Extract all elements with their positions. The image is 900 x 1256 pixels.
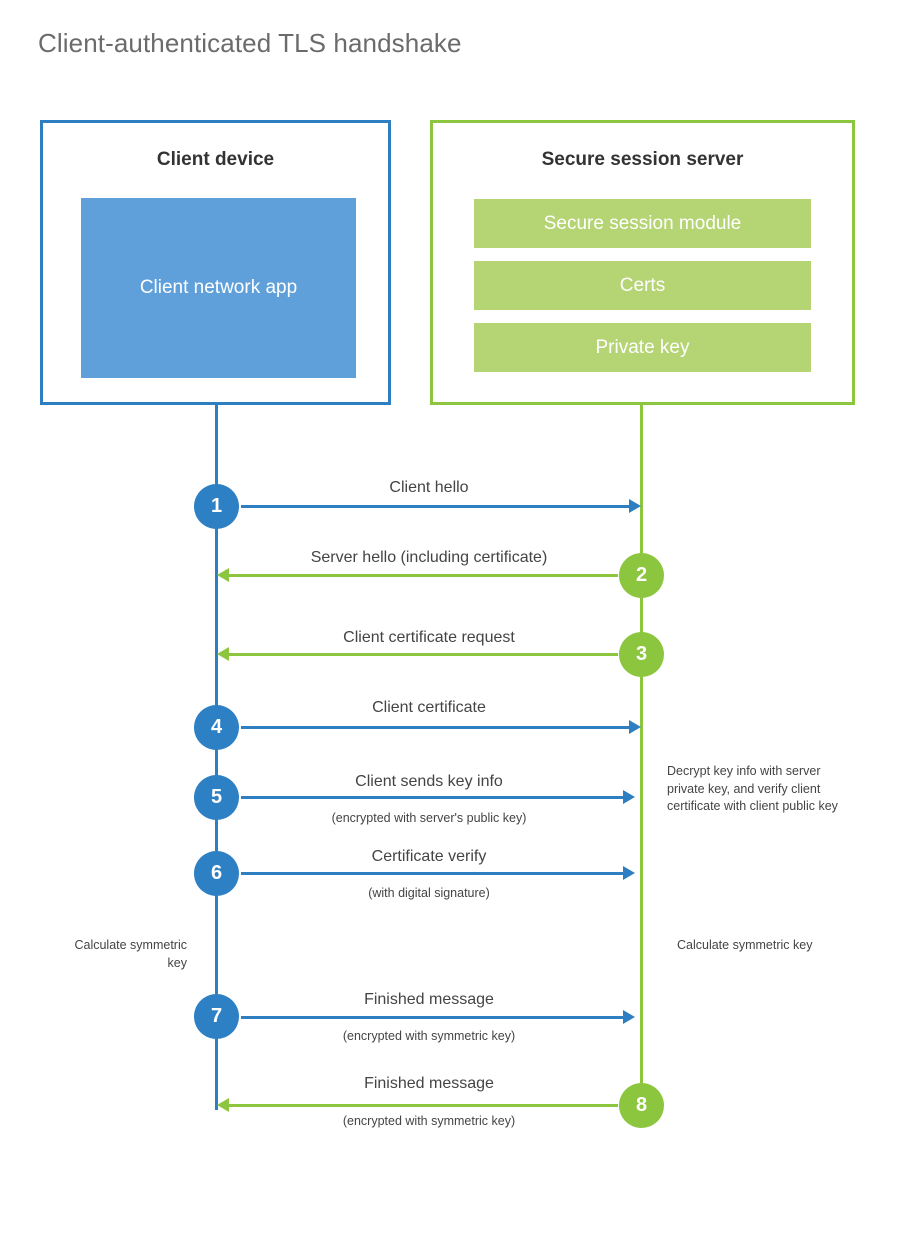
- step-3-label: Client certificate request: [343, 629, 515, 646]
- step-5-label: Client sends key info: [355, 773, 503, 790]
- secure-session-server-title: Secure session server: [541, 149, 744, 170]
- client-device-box: Client device Client network app: [40, 120, 391, 405]
- step-6-arrow-line: [241, 872, 624, 875]
- step-4-arrow-line: [241, 726, 630, 729]
- step-8-arrow-head-left-icon: [217, 1098, 229, 1112]
- server-module-stack: Secure session module Certs Private key: [474, 199, 811, 372]
- step-2-label: Server hello (including certificate): [310, 549, 548, 566]
- secure-session-server-box: Secure session server Secure session mod…: [430, 120, 855, 405]
- client-lifeline: [215, 405, 218, 1110]
- step-2-arrow-head-left-icon: [217, 568, 229, 582]
- step-4-circle: 4: [194, 705, 239, 750]
- step-7-sublabel: (encrypted with symmetric key): [342, 1029, 516, 1043]
- server-lifeline: [640, 405, 643, 1108]
- step-4-label: Client certificate: [372, 699, 486, 716]
- step-1-arrow-head-right-icon: [629, 499, 641, 513]
- step-7-circle: 7: [194, 994, 239, 1039]
- server-module-certs: Certs: [474, 261, 811, 310]
- page-title: Client-authenticated TLS handshake: [38, 28, 462, 58]
- step-8-label: Finished message: [364, 1075, 494, 1092]
- client-calculate-symmetric-key-annotation: Calculate symmetric key: [74, 938, 187, 970]
- step-1-arrow-line: [241, 505, 630, 508]
- step-1-circle: 1: [194, 484, 239, 529]
- step-8-sublabel: (encrypted with symmetric key): [342, 1114, 516, 1128]
- step-6-arrow-head-right-icon: [623, 866, 635, 880]
- step-5-sublabel: (encrypted with server's public key): [331, 811, 527, 825]
- step-4-arrow-head-right-icon: [629, 720, 641, 734]
- server-calculate-symmetric-key-annotation: Calculate symmetric key: [677, 938, 813, 952]
- server-decrypt-annotation: Decrypt key info with server private key…: [667, 764, 838, 813]
- step-2-arrow-line: [229, 574, 618, 577]
- client-device-title: Client device: [156, 149, 275, 170]
- step-5-arrow-head-right-icon: [623, 790, 635, 804]
- step-3-circle: 3: [619, 632, 664, 677]
- step-5-arrow-line: [241, 796, 624, 799]
- step-8-circle: 8: [619, 1083, 664, 1128]
- step-3-arrow-head-left-icon: [217, 647, 229, 661]
- client-network-app-block: Client network app: [81, 198, 356, 378]
- server-module-private-key: Private key: [474, 323, 811, 372]
- server-module-secure-session-module: Secure session module: [474, 199, 811, 248]
- step-5-circle: 5: [194, 775, 239, 820]
- step-7-arrow-line: [241, 1016, 624, 1019]
- step-7-arrow-head-right-icon: [623, 1010, 635, 1024]
- step-6-sublabel: (with digital signature): [368, 886, 490, 900]
- step-3-arrow-line: [229, 653, 618, 656]
- step-7-label: Finished message: [364, 991, 494, 1008]
- step-8-arrow-line: [229, 1104, 618, 1107]
- step-2-circle: 2: [619, 553, 664, 598]
- step-1-label: Client hello: [389, 479, 469, 496]
- step-6-circle: 6: [194, 851, 239, 896]
- step-6-label: Certificate verify: [371, 848, 487, 865]
